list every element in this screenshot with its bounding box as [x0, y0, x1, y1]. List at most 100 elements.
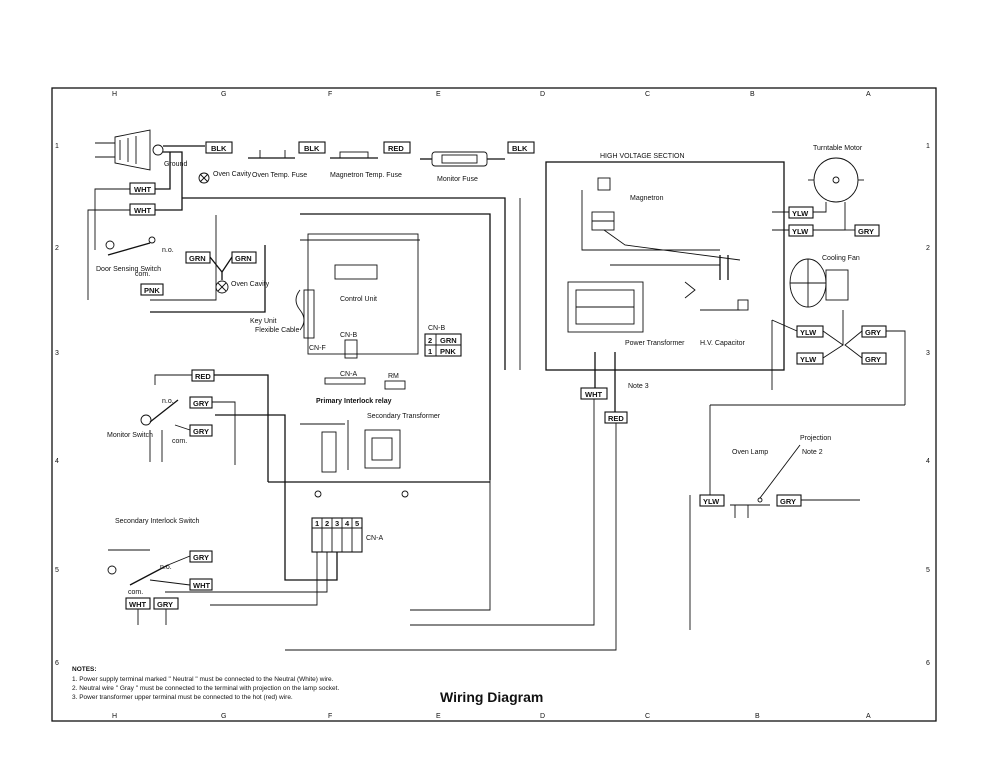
- cn-a-inner-label: CN-A: [340, 371, 357, 378]
- col-ref-d-bottom: D: [540, 713, 545, 720]
- tag-ylw-2: YLW: [792, 227, 809, 236]
- cn-a-pin-1: 1: [315, 519, 319, 528]
- high-voltage-section: HIGH VOLTAGE SECTION: [545, 153, 785, 371]
- oven-cavity-label-2: Oven Cavity: [231, 281, 270, 288]
- tag-gry-2: GRY: [193, 427, 209, 436]
- cn-b-internal: CN-B: [340, 332, 358, 359]
- plug-ground-label: Ground: [164, 161, 187, 168]
- row-ref-1-left: 1: [55, 143, 59, 150]
- secondary-switch-com-label: com.: [128, 589, 143, 596]
- tag-gry-1: GRY: [193, 399, 209, 408]
- oven-temp-fuse-label: Oven Temp. Fuse: [252, 172, 307, 179]
- secondary-interlock-switch: Secondary Interlock Switch n.o. com.: [107, 518, 200, 596]
- col-ref-g-top: G: [221, 91, 226, 98]
- primary-interlock-relay-label: Primary Interlock relay: [316, 398, 392, 405]
- svg-text:Primary Interlock relay: Primary Interlock relay: [316, 398, 392, 405]
- magnetron-temp-fuse: Magnetron Temp. Fuse: [330, 151, 402, 179]
- tag-gry-8: GRY: [780, 497, 796, 506]
- cn-b-pin-2: 2: [428, 336, 432, 345]
- cn-b-grn: GRN: [440, 336, 457, 345]
- primary-interlock-relay: Primary Interlock relay: [300, 398, 392, 473]
- row-ref-3-left: 3: [55, 350, 59, 357]
- cn-a-pin-4: 4: [345, 519, 350, 528]
- secondary-transformer: Secondary Transformer: [347, 413, 441, 470]
- row-ref-2-right: 2: [926, 245, 930, 252]
- magnetron: Magnetron: [591, 177, 664, 231]
- tag-gry-7: GRY: [865, 355, 881, 364]
- tag-blk-2: BLK: [304, 144, 320, 153]
- cn-b-pnk: PNK: [440, 347, 456, 356]
- cooling-fan-label: Cooling Fan: [822, 255, 860, 262]
- monitor-switch-label: Monitor Switch: [107, 432, 153, 439]
- tag-ylw-3: YLW: [800, 328, 817, 337]
- turntable-motor: Turntable Motor: [808, 145, 864, 203]
- hv-capacitor: H.V. Capacitor: [684, 255, 749, 347]
- cn-b-inner-label: CN-B: [340, 332, 357, 339]
- door-sensing-switch-label: Door Sensing Switch: [96, 266, 161, 273]
- tag-wht-2: WHT: [134, 206, 151, 215]
- diagram-title: Wiring Diagram: [440, 689, 543, 705]
- row-ref-6-right: 6: [926, 660, 930, 667]
- tag-blk-3: BLK: [512, 144, 528, 153]
- row-ref-4-right: 4: [926, 458, 930, 465]
- tag-ylw-5: YLW: [703, 497, 720, 506]
- col-ref-a-top: A: [866, 91, 871, 98]
- power-transformer-label: Power Transformer: [625, 340, 685, 347]
- tag-wht-5: WHT: [585, 390, 602, 399]
- cn-b-pin-1: 1: [428, 347, 432, 356]
- rm-label: RM: [388, 373, 399, 380]
- note-item-3: 3. Power transformer upper terminal must…: [72, 694, 293, 701]
- col-ref-b-bottom: B: [755, 713, 760, 720]
- col-ref-h-bottom: H: [112, 713, 117, 720]
- row-refs-left: 1 2 3 4 5 6: [55, 143, 59, 667]
- monitor-switch-no-label: n.o.: [162, 398, 174, 405]
- sheet-border: [51, 87, 937, 722]
- col-ref-e-top: E: [436, 91, 441, 98]
- tag-grn-1: GRN: [189, 254, 206, 263]
- row-ref-1-right: 1: [926, 143, 930, 150]
- main-bus-line: [182, 197, 506, 370]
- notes-heading: NOTES:: [72, 666, 97, 673]
- monitor-fuse: Monitor Fuse: [420, 151, 505, 183]
- tag-gry-5: GRY: [858, 227, 874, 236]
- tag-wht-3: WHT: [193, 581, 210, 590]
- tag-ylw-4: YLW: [800, 355, 817, 364]
- tag-gry-6: GRY: [865, 328, 881, 337]
- power-transformer: Power Transformer: [567, 281, 685, 347]
- note-3-label: Note 3: [628, 383, 649, 390]
- power-plug: Ground: [95, 129, 187, 171]
- row-refs-right: 1 2 3 4 5 6: [926, 143, 930, 667]
- tag-ylw-1: YLW: [792, 209, 809, 218]
- monitor-switch-com-label: com.: [172, 438, 187, 445]
- cn-b-connector: CN-B 2 1 GRN PNK: [424, 325, 462, 357]
- tag-grn-2: GRN: [235, 254, 252, 263]
- magnetron-temp-fuse-label: Magnetron Temp. Fuse: [330, 172, 402, 179]
- col-ref-c-bottom: C: [645, 713, 650, 720]
- oven-lamp: Oven Lamp Projection Note 2: [730, 435, 831, 518]
- tag-gry-4: GRY: [157, 600, 173, 609]
- magnetron-label: Magnetron: [630, 195, 664, 202]
- col-ref-f-top: F: [328, 91, 332, 98]
- row-ref-5-right: 5: [926, 567, 930, 574]
- col-ref-h-top: H: [112, 91, 117, 98]
- control-unit-label: Control Unit: [340, 296, 377, 303]
- column-refs-top: H G F E D C B A: [112, 91, 871, 98]
- key-unit-cable: Key Unit Flexible Cable CN-F: [250, 289, 326, 352]
- cn-a-connector-label: CN-A: [366, 535, 383, 542]
- col-ref-c-top: C: [645, 91, 650, 98]
- note-item-1: 1. Power supply terminal marked " Neutra…: [72, 676, 334, 683]
- row-ref-2-left: 2: [55, 245, 59, 252]
- hv-capacitor-label: H.V. Capacitor: [700, 340, 746, 347]
- notes-block: NOTES: 1. Power supply terminal marked "…: [72, 666, 339, 701]
- col-ref-e-bottom: E: [436, 713, 441, 720]
- turntable-motor-label: Turntable Motor: [813, 145, 863, 152]
- tag-blk-1: BLK: [211, 144, 227, 153]
- tag-red-1: RED: [388, 144, 404, 153]
- cn-a-connector: 1 2 3 4 5 CN-A: [311, 517, 383, 553]
- cn-b-connector-label: CN-B: [428, 325, 445, 332]
- key-unit-label: Key Unit: [250, 318, 277, 325]
- note-2-label: Note 2: [802, 449, 823, 456]
- cn-a-pin-5: 5: [355, 519, 359, 528]
- cn-a-internal: CN-A RM: [324, 371, 406, 390]
